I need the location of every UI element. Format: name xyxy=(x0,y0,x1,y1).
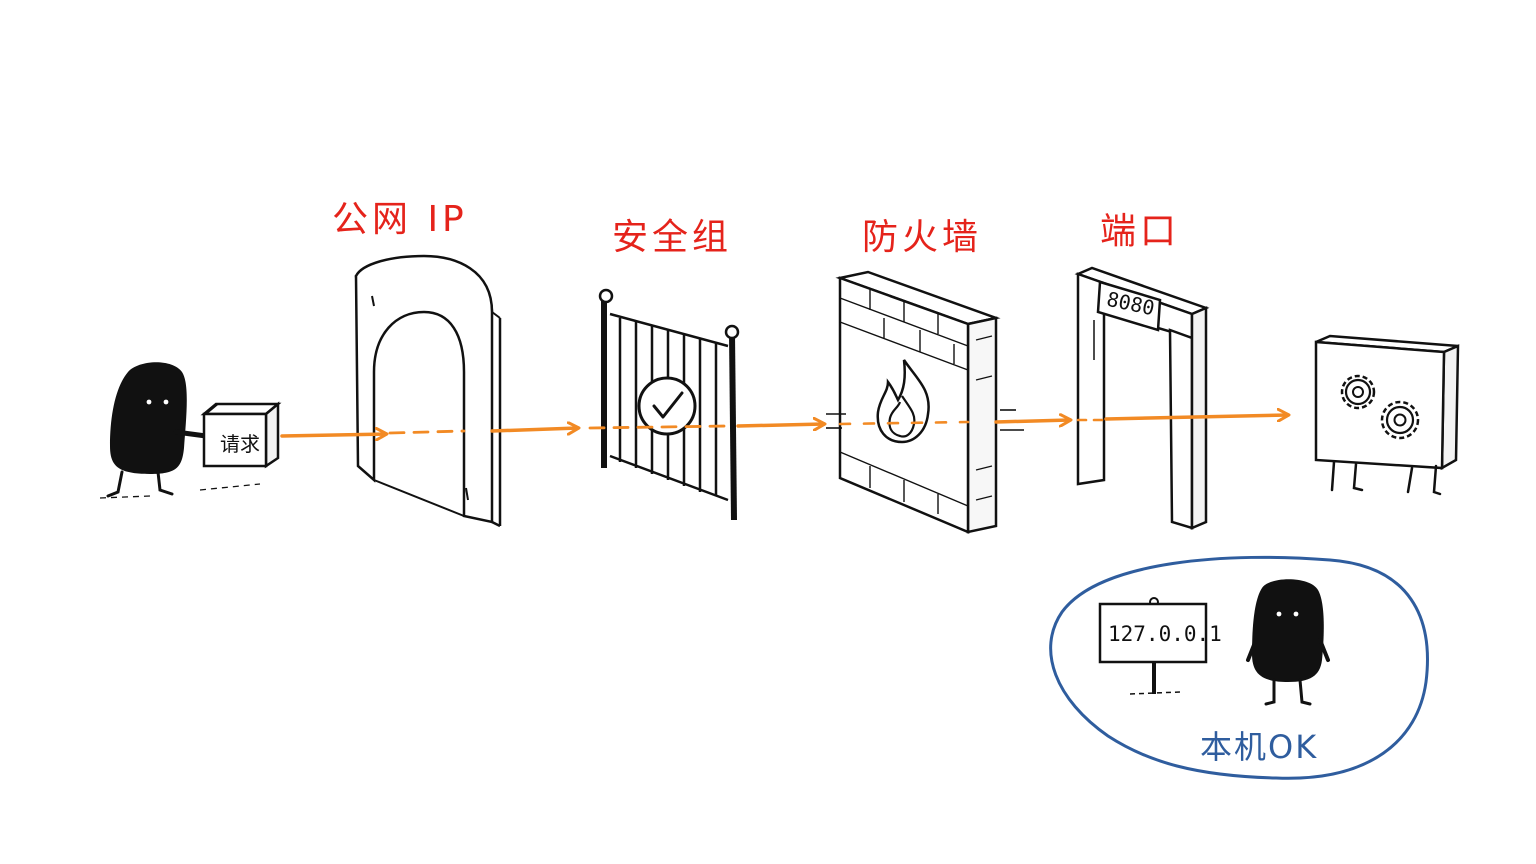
arrow-to-port xyxy=(994,420,1070,422)
security-group-gate-icon xyxy=(598,288,740,521)
port-door-frame-icon xyxy=(1074,266,1210,530)
localhost-address-text: 127.0.0.1 xyxy=(1108,622,1222,646)
local-person-icon xyxy=(1246,579,1330,706)
arrow-to-security-group xyxy=(490,428,578,431)
arrow-dash-through-gate xyxy=(588,424,732,430)
check-icon xyxy=(637,376,697,436)
arrow-to-server xyxy=(1104,415,1288,419)
request-box-label: 请求 xyxy=(220,432,260,456)
label-port: 端口 xyxy=(1100,211,1181,252)
motion-marks xyxy=(826,409,1024,431)
arrow-dash-through-arch xyxy=(388,429,466,435)
label-public-ip: 公网 IP xyxy=(332,199,468,240)
arrow-to-public-ip xyxy=(280,434,386,436)
arrow-to-firewall xyxy=(736,424,824,426)
requester-person-icon xyxy=(99,362,261,499)
localhost-caption: 本机OK xyxy=(1200,728,1319,766)
request-arrows xyxy=(280,415,1288,436)
label-firewall: 防火墙 xyxy=(862,217,983,258)
public-ip-arch-icon xyxy=(354,254,502,528)
request-box-icon xyxy=(200,401,282,469)
fire-icon xyxy=(876,359,930,444)
label-security-group: 安全组 xyxy=(612,217,733,258)
arrow-dash-through-wall xyxy=(838,420,970,426)
gear-icon xyxy=(1340,374,1420,440)
port-sign: 8080 xyxy=(1096,280,1162,332)
server-icon xyxy=(1314,334,1460,496)
localhost-bubble xyxy=(1049,555,1429,780)
signpost-icon: 127.0.0.1 xyxy=(1098,597,1222,695)
